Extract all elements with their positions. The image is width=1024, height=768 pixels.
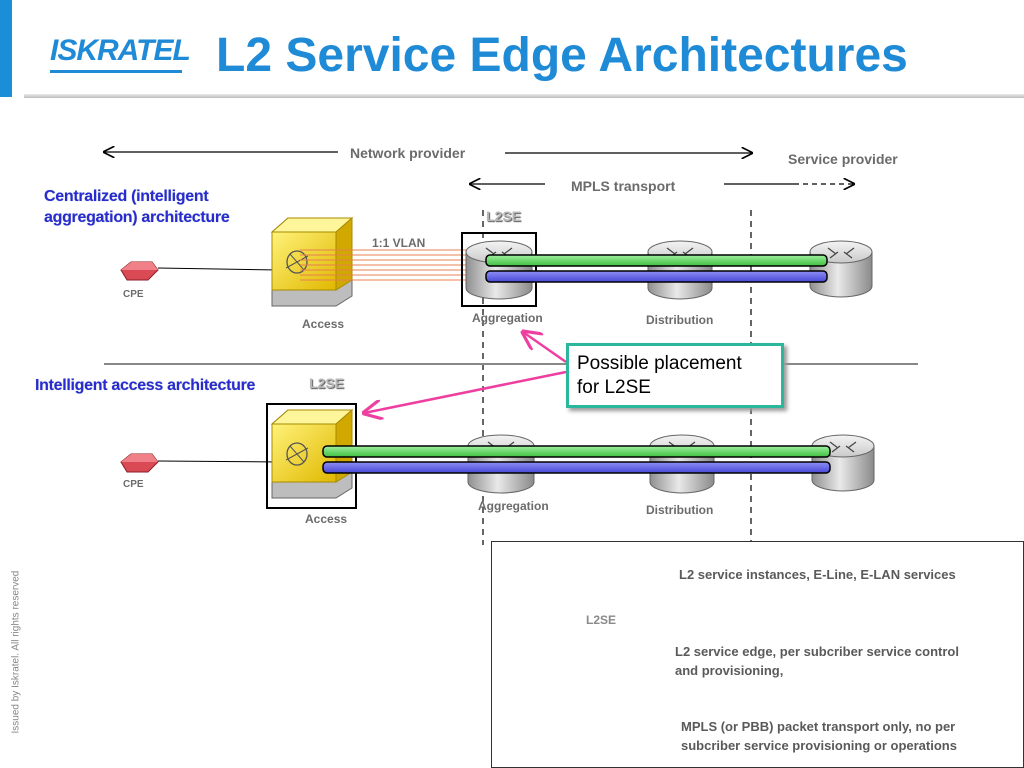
header-divider <box>24 94 1024 98</box>
service-router-top <box>809 240 873 298</box>
l2se-box-top <box>461 232 537 307</box>
legend-service-edge-text: L2 service edge, per subcriber service c… <box>675 642 959 680</box>
legend-service-edge-line2: and provisioning, <box>675 663 784 678</box>
access-switch-bottom <box>270 408 354 499</box>
legend-mpls-line2: subcriber service provisioning or operat… <box>681 738 957 753</box>
cpe-label-bottom: CPE <box>123 479 144 490</box>
access-label-bottom: Access <box>305 512 348 526</box>
vlan-lines <box>300 249 486 281</box>
pointer-to-aggregation <box>523 332 567 364</box>
l2se-placement-callout: Possible placement for L2SE <box>566 343 784 408</box>
cpe-label-top: CPE <box>123 289 144 300</box>
blue-tunnel-bottom <box>322 461 831 474</box>
aggregation-router-top <box>465 240 533 300</box>
left-accent-bar <box>0 0 12 97</box>
distribution-router-top <box>647 240 713 300</box>
legend-mpls-line1: MPLS (or PBB) packet transport only, no … <box>681 719 956 734</box>
service-provider-label: Service provider <box>788 151 898 167</box>
blue-tunnel-top <box>485 270 828 283</box>
centralized-heading-line2: aggregation) architecture <box>44 209 230 226</box>
l2se-label-top: L2SE <box>486 208 522 224</box>
distribution-label-bottom: Distribution <box>646 503 714 517</box>
green-tunnel-top <box>485 254 828 267</box>
legend-l2se-label: L2SE <box>586 613 617 627</box>
distribution-label-top: Distribution <box>646 313 714 327</box>
cpe-device-top <box>120 261 159 281</box>
page-title: L2 Service Edge Architectures <box>216 29 908 82</box>
access-label-top: Access <box>302 317 345 331</box>
aggregation-label-bottom: Aggregation <box>478 499 549 513</box>
pointer-to-access <box>364 370 567 413</box>
l2se-label-bottom: L2SE <box>309 375 345 391</box>
mpls-transport-label: MPLS transport <box>571 178 676 194</box>
legend-service-edge-line1: L2 service edge, per subcriber service c… <box>675 644 959 659</box>
aggregation-label-top: Aggregation <box>472 311 543 325</box>
logo-underline <box>50 70 182 73</box>
intelligent-access-heading: Intelligent access architecture <box>35 377 256 394</box>
cpe-device-bottom <box>120 453 159 473</box>
access-switch-top <box>270 216 354 307</box>
centralized-heading-line1: Centralized (intelligent <box>44 188 209 205</box>
vlan-label: 1:1 VLAN <box>372 236 426 250</box>
legend-mpls-text: MPLS (or PBB) packet transport only, no … <box>681 717 957 755</box>
network-provider-arrow <box>104 152 752 153</box>
callout-line2: for L2SE <box>577 377 651 398</box>
green-tunnel-bottom <box>322 445 831 458</box>
centralized-heading: Centralized (intelligent aggregation) ar… <box>44 186 230 228</box>
network-provider-label: Network provider <box>350 145 466 161</box>
copyright-note: Issued by Iskratel. All rights reserved <box>10 570 22 734</box>
legend-service-instances-text: L2 service instances, E-Line, E-LAN serv… <box>679 567 956 582</box>
callout-line1: Possible placement <box>577 353 742 374</box>
iskratel-logo: ISKRATEL <box>50 34 191 67</box>
